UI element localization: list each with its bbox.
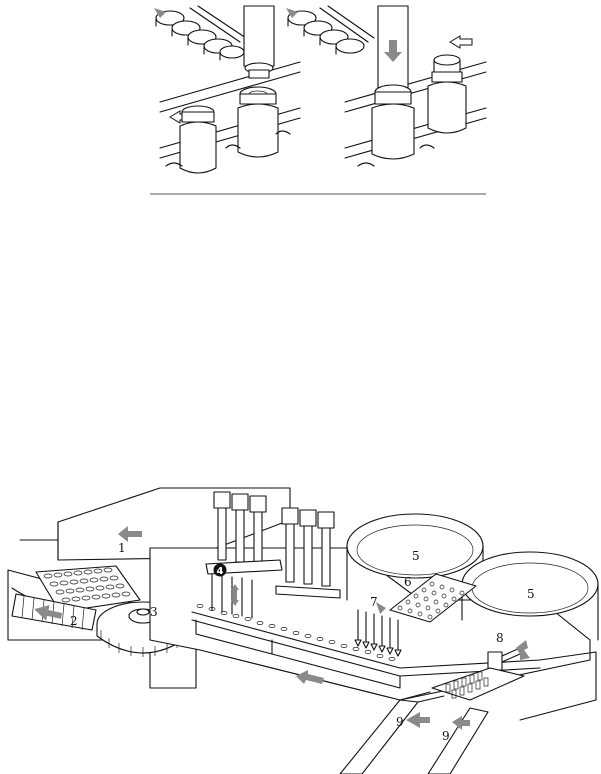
chute-guide [319,5,375,43]
direction-arrow-right [449,35,473,49]
rail [159,71,301,113]
vial-right-2 [427,54,467,134]
press-arrow [384,40,402,62]
chute-arrow-1 [406,712,430,728]
exit-chutes [339,691,489,774]
conveyor-arrow [296,670,324,684]
callout-3: 3 [150,605,158,619]
callout-9a: 9 [396,715,404,729]
callout-5a: 5 [412,549,420,563]
rail [344,61,487,103]
pick-head [243,5,275,67]
vial-left-1 [179,105,217,174]
filling-arrow [231,584,239,606]
exit-arrow-2 [34,605,63,621]
left-panel [154,5,301,174]
bottom-figure [7,487,599,774]
transfer-arrow [516,640,530,660]
chute-arrow-2 [452,716,470,730]
callout-2: 2 [70,614,78,628]
chute-guide [189,5,247,43]
stopper-rack [389,573,477,623]
stopper-bowl-front [461,551,599,641]
right-panel [286,5,487,167]
callout-5b: 5 [527,587,535,601]
filling-machine-right [275,507,341,599]
callout-9b: 9 [442,729,450,743]
top-figure [150,5,487,195]
stopper-bowl-back [346,513,484,601]
feed-arrow [286,8,298,18]
callout-6: 6 [404,575,412,589]
conveyor-vials [196,604,396,661]
accumulation-vials [11,565,141,613]
stopper-row [287,10,365,55]
feed-arrow [154,8,166,18]
base-right-edge [519,651,597,721]
vial-right-1 [371,84,415,160]
callout-4: 4 [217,566,224,577]
vial-left-2 [237,86,279,158]
pin-arrow [376,602,386,614]
callout-7: 7 [370,595,378,609]
stopper-row [155,10,245,61]
stoppering-pins [354,602,402,657]
entry-arrow [118,526,142,542]
conveyor-side [195,619,401,689]
rail [159,61,301,103]
callout-1: 1 [118,541,126,555]
callout-8: 8 [496,631,504,645]
callout-4-badge [213,563,227,577]
transfer-unit [431,640,530,701]
